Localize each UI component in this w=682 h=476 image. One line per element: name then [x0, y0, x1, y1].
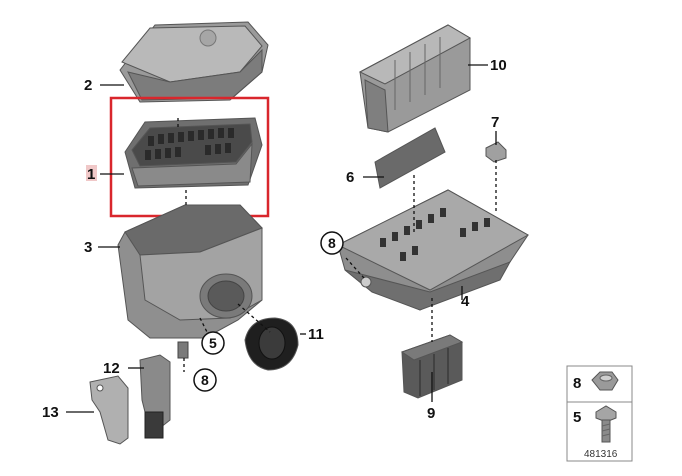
legend-item-8: 8	[573, 375, 581, 392]
callout-12: 12	[103, 360, 120, 377]
fastener-legend: 8 5 481316	[566, 365, 633, 462]
svg-text:8: 8	[201, 372, 209, 388]
callout-9: 9	[427, 405, 435, 422]
leader-lines	[66, 64, 497, 413]
nut-icon	[591, 371, 619, 391]
callout-3: 3	[84, 239, 92, 256]
callout-2: 2	[84, 77, 92, 94]
callout-6: 6	[346, 169, 354, 186]
part-11-grommet[interactable]	[244, 317, 299, 371]
reference-number: 481316	[584, 449, 618, 460]
part-7-connector[interactable]	[485, 141, 507, 163]
callout-8-circle-b: 8	[193, 368, 217, 392]
part-2-cover[interactable]	[119, 21, 269, 103]
legend-item-5: 5	[573, 409, 581, 426]
callout-5-circle: 5	[201, 331, 225, 355]
part-4-fuse-carrier[interactable]	[336, 189, 530, 311]
part-1-fuse-block[interactable]	[124, 117, 263, 189]
part-13-bracket[interactable]	[89, 375, 129, 445]
part-12-sensor[interactable]	[139, 341, 189, 439]
callout-1-highlight	[86, 165, 97, 181]
callout-13: 13	[42, 404, 59, 421]
svg-text:5: 5	[209, 335, 217, 351]
callout-1: 1	[87, 166, 95, 183]
part-9-fuse-strip[interactable]	[400, 334, 464, 399]
callout-7: 7	[491, 114, 499, 131]
callout-10: 10	[490, 57, 507, 74]
callout-4: 4	[461, 293, 470, 310]
part-6-label[interactable]	[374, 127, 446, 189]
callout-8-circle-a: 8	[320, 231, 344, 255]
part-10-module[interactable]	[358, 24, 472, 133]
part-3-housing[interactable]	[117, 204, 263, 339]
bolt-icon	[595, 405, 617, 443]
callout-11: 11	[308, 326, 324, 343]
svg-text:8: 8	[328, 235, 336, 251]
